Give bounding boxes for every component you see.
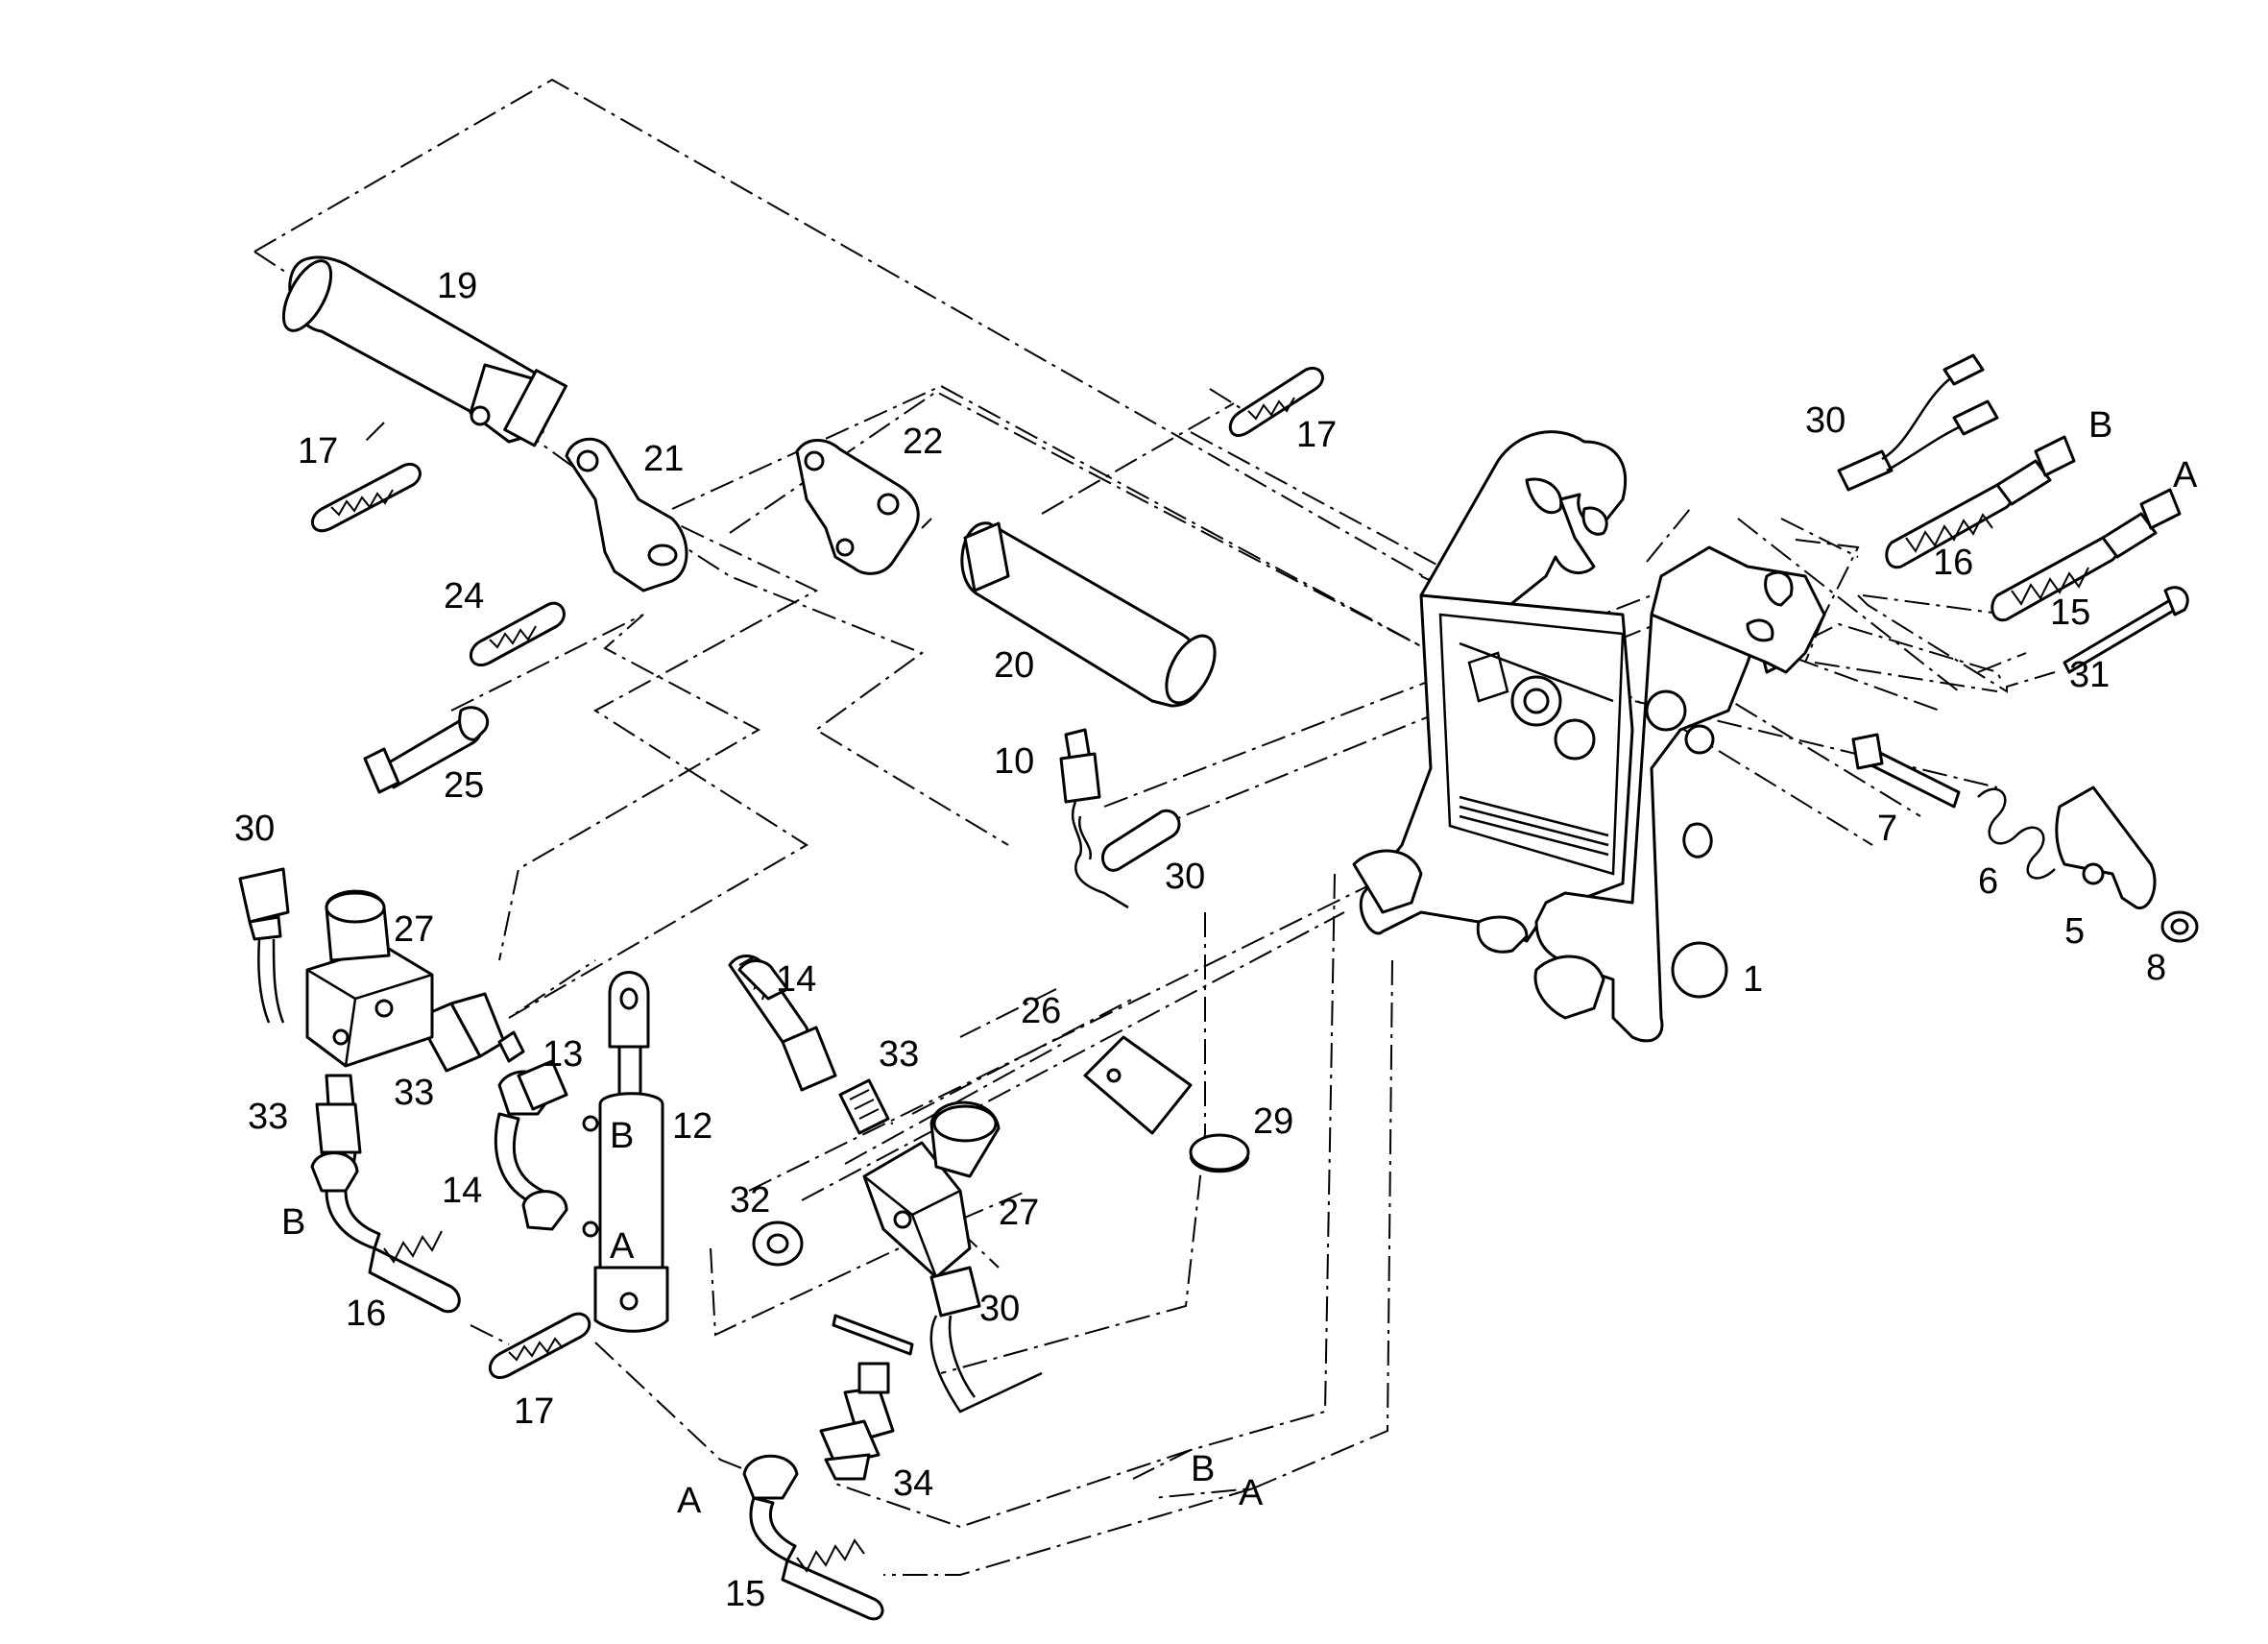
part-14-hose-top bbox=[737, 959, 789, 1001]
part-32-nut bbox=[752, 1221, 804, 1267]
callout-34: 34 bbox=[893, 1463, 933, 1504]
callout-16-left: 16 bbox=[346, 1293, 386, 1334]
callout-17-top-right: 17 bbox=[1296, 415, 1337, 455]
port-b-line: B bbox=[1191, 1449, 1215, 1489]
callout-10: 10 bbox=[994, 741, 1034, 782]
part-20-cylinder bbox=[960, 521, 1217, 708]
part-30-connector-top-right bbox=[1837, 353, 1999, 492]
callout-15-bottom: 15 bbox=[725, 1574, 765, 1614]
part-24-pin bbox=[470, 601, 566, 666]
callout-29: 29 bbox=[1253, 1101, 1293, 1142]
callout-24: 24 bbox=[444, 576, 484, 616]
port-a-line: A bbox=[1239, 1473, 1264, 1513]
part-14-hose-left bbox=[494, 1059, 568, 1231]
callout-8: 8 bbox=[2146, 948, 2166, 988]
port-b-hose-16: B bbox=[281, 1202, 305, 1243]
part-29-clamp bbox=[1189, 1133, 1250, 1173]
callout-25: 25 bbox=[444, 765, 484, 806]
callout-30-bottom: 30 bbox=[979, 1289, 1020, 1329]
part-13-clip bbox=[497, 1030, 525, 1063]
callout-26: 26 bbox=[1021, 991, 1061, 1031]
callout-30-left: 30 bbox=[234, 809, 275, 849]
part-30-sleeve-middle bbox=[1101, 809, 1181, 872]
callout-33-left-side: 33 bbox=[394, 1073, 434, 1113]
part-26-plate bbox=[1083, 1035, 1193, 1135]
part-25-bolt bbox=[363, 706, 489, 794]
callout-15-right: 15 bbox=[2050, 592, 2090, 633]
callout-30-top-right: 30 bbox=[1805, 400, 1846, 441]
part-27-valve-center bbox=[862, 1100, 1001, 1279]
callout-33-left-bottom: 33 bbox=[248, 1097, 288, 1137]
part-33-fitting-center bbox=[838, 1078, 890, 1135]
port-b-right: B bbox=[2088, 405, 2112, 446]
part-1-frame bbox=[1352, 430, 1826, 1043]
part-6-spring bbox=[1977, 787, 2056, 880]
part-5-latch bbox=[2055, 786, 2157, 909]
callout-30-middle: 30 bbox=[1165, 857, 1205, 897]
part-21-bracket bbox=[565, 437, 688, 592]
part-27-valve-left bbox=[305, 889, 434, 1068]
callout-33-center: 33 bbox=[879, 1034, 919, 1075]
part-17-pin-top-right bbox=[1228, 366, 1324, 437]
part-16-hose-left bbox=[310, 1151, 461, 1314]
port-a-right: A bbox=[2173, 455, 2198, 496]
callout-17-top-left: 17 bbox=[298, 431, 338, 471]
callout-12: 12 bbox=[672, 1106, 712, 1147]
part-15-hose-bottom bbox=[742, 1454, 884, 1621]
callout-17-bottom: 17 bbox=[514, 1391, 554, 1432]
callout-27-center: 27 bbox=[999, 1193, 1039, 1233]
part-22-bracket bbox=[795, 439, 920, 575]
part-15-hose-top-right bbox=[1991, 488, 2182, 622]
part-17-pin-bottom bbox=[489, 1312, 591, 1379]
callout-labels: 1 5 6 7 8 10 12 13 14 14 15 15 16 16 17 … bbox=[234, 266, 2166, 1614]
part-34-elbow bbox=[819, 1362, 895, 1481]
part-12-cylinder bbox=[582, 971, 669, 1333]
callout-19: 19 bbox=[437, 266, 477, 306]
callout-14-center: 14 bbox=[776, 959, 816, 1000]
port-a-cylinder: A bbox=[610, 1226, 635, 1267]
port-a-hose-15: A bbox=[677, 1481, 702, 1521]
callout-6: 6 bbox=[1978, 861, 1998, 902]
part-30-connector-bottom bbox=[832, 1266, 1043, 1414]
part-17-pin-top-left bbox=[310, 462, 422, 532]
part-19-cylinder bbox=[281, 255, 567, 447]
callout-5: 5 bbox=[2064, 911, 2085, 952]
callout-27-left: 27 bbox=[394, 909, 434, 950]
callout-32: 32 bbox=[730, 1180, 770, 1221]
callout-1: 1 bbox=[1743, 959, 1763, 1000]
part-30-connector-left bbox=[238, 867, 290, 1024]
callout-21: 21 bbox=[643, 439, 684, 479]
callout-7: 7 bbox=[1877, 809, 1897, 849]
part-31-bolt bbox=[2063, 586, 2189, 674]
part-7-bolt bbox=[1851, 733, 1961, 809]
port-b-cylinder: B bbox=[610, 1116, 634, 1156]
callout-16-right: 16 bbox=[1933, 543, 1973, 583]
callout-20: 20 bbox=[994, 645, 1034, 686]
part-8-nut bbox=[2160, 910, 2199, 943]
part-10-sensor bbox=[1059, 728, 1129, 909]
callout-31: 31 bbox=[2069, 655, 2110, 695]
callout-22: 22 bbox=[903, 422, 943, 462]
callout-14-left: 14 bbox=[442, 1171, 482, 1211]
port-labels: A B A B B A B A bbox=[281, 405, 2198, 1521]
part-16-hose-top-right bbox=[1885, 435, 2076, 569]
callout-13: 13 bbox=[543, 1034, 583, 1075]
